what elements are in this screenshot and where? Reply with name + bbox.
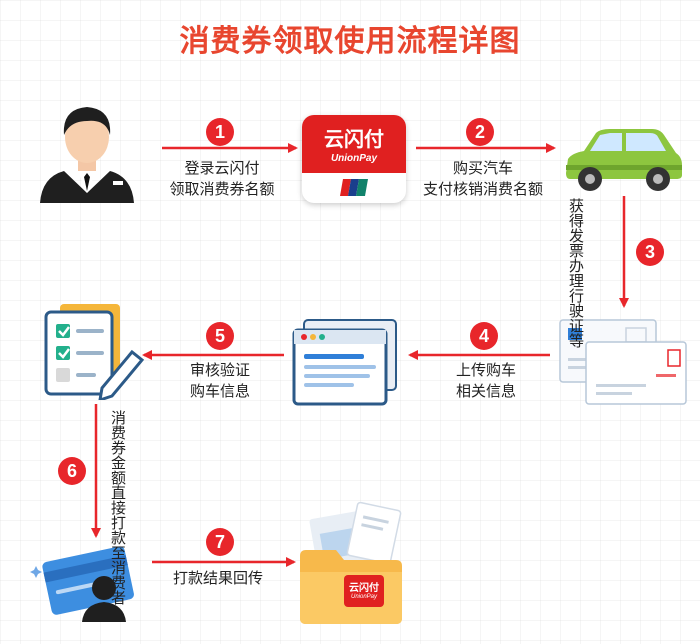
invoice-documents-icon	[559, 319, 687, 405]
step-6-label: 消费券金额直接打款至消费者	[108, 410, 126, 605]
step-4-label: 上传购车 相关信息	[436, 360, 536, 402]
step-7-line-1: 打款结果回传	[172, 570, 263, 587]
step-4-number: 4	[470, 322, 498, 350]
browser-window-icon	[292, 319, 397, 406]
step-3-number: 3	[636, 238, 664, 266]
step-2-label: 购买汽车 支付核销消费名额	[410, 158, 556, 200]
step-4-line-2: 相关信息	[455, 383, 516, 400]
step-6-number: 6	[58, 457, 86, 485]
step-7-label: 打款结果回传	[160, 568, 276, 589]
step-1-label: 登录云闪付 领取消费券名额	[152, 158, 292, 200]
step-2-line-2: 支付核销消费名额	[422, 181, 543, 198]
bank-card-person-icon	[30, 546, 134, 622]
step-3-label: 获得发票办理行驶证等	[566, 198, 584, 348]
unionpay-name: 云闪付	[324, 129, 384, 151]
step-7-number: 7	[206, 528, 234, 556]
person-suit-icon	[40, 107, 134, 203]
step-1-line-2: 领取消费券名额	[169, 181, 275, 198]
step-1-number: 1	[206, 118, 234, 146]
car-icon	[566, 129, 682, 191]
folder-brand-name: 云闪付	[349, 583, 379, 594]
step-5-number: 5	[206, 322, 234, 350]
step-6-col-2: 打款至消费者	[109, 515, 126, 605]
folder-brand-en: UnionPay	[350, 594, 377, 600]
step-5-line-1: 审核验证	[189, 362, 250, 379]
unionpay-badge-icon	[340, 179, 368, 196]
unionpay-en: UnionPay	[330, 153, 378, 164]
checklist-pencil-icon	[44, 304, 145, 400]
step-5-label: 审核验证 购车信息	[170, 360, 270, 402]
step-3-col-2: 办理行驶证等	[567, 258, 584, 348]
step-1-line-1: 登录云闪付	[184, 160, 260, 177]
folder-unionpay-label: 云闪付 UnionPay	[344, 575, 384, 607]
page-title: 消费券领取使用流程详图	[179, 25, 521, 58]
step-5-line-2: 购车信息	[189, 383, 250, 400]
step-2-number: 2	[466, 118, 494, 146]
step-6-col-1: 消费券金额直接	[109, 410, 126, 515]
step-4-line-1: 上传购车	[455, 362, 516, 379]
step-3-col-1: 获得发票	[567, 198, 584, 258]
unionpay-app-icon: 云闪付 UnionPay	[302, 115, 406, 203]
step-2-line-1: 购买汽车	[452, 160, 513, 177]
